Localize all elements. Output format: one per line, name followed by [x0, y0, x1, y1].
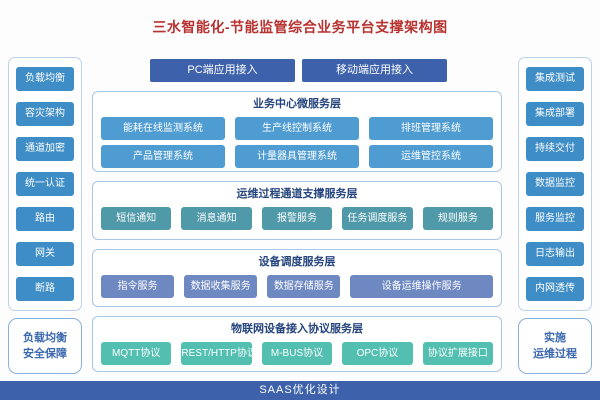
- sidebar-node: 数据监控: [526, 172, 584, 196]
- sidebar-node: 通道加密: [16, 137, 74, 161]
- section-ops-channel-support: 运维过程通道支撑服务层短信通知消息通知报警服务任务调度服务规则服务: [92, 181, 502, 240]
- left-footer-line1: 负载均衡: [23, 332, 67, 344]
- section-rows: 能耗在线监测系统生产线控制系统排班管理系统产品管理系统计量器具管理系统运维管控系…: [101, 117, 493, 168]
- section-title: 运维过程通道支撑服务层: [236, 188, 358, 200]
- section-rows: 指令服务数据收集服务数据存储服务设备运维操作服务: [101, 275, 493, 298]
- sidebar-node: 断路: [16, 277, 74, 301]
- section-iot-protocols: 物联网设备接入协议服务层 MQTT协议 REST/HTTP协议 M-BUS协议 OPC协…: [92, 316, 502, 372]
- sidebar-node: 内网透传: [526, 277, 584, 301]
- diagram-node: 能耗在线监测系统: [101, 117, 225, 140]
- section-row: 产品管理系统计量器具管理系统运维管控系统: [101, 145, 493, 168]
- diagram-node: 数据存储服务: [267, 275, 341, 298]
- right-footer-line1: 实施: [544, 332, 566, 344]
- left-footer-label: 负载均衡 安全保障: [8, 318, 82, 374]
- diagram-node: 产品管理系统: [101, 145, 225, 168]
- saas-foundation-bar: SAAS优化设计: [0, 381, 600, 400]
- sidebar-node: 持续交付: [526, 137, 584, 161]
- diagram-node: M-BUS协议: [261, 342, 333, 365]
- page-title: 三水智能化-节能监管综合业务平台支撑架构图: [152, 19, 448, 35]
- right-footer-line2: 运维过程: [533, 348, 577, 360]
- sidebar-node: 路由: [16, 207, 74, 231]
- section-row: MQTT协议 REST/HTTP协议 M-BUS协议 OPC协议协议扩展接口: [101, 342, 494, 365]
- diagram-node: 任务调度服务: [342, 207, 413, 230]
- section-title: 设备调度服务层: [258, 256, 336, 268]
- diagram-node: 消息通知: [181, 207, 252, 230]
- diagram-node: 短信通知: [101, 207, 172, 230]
- section-rows: MQTT协议 REST/HTTP协议 M-BUS协议 OPC协议协议扩展接口: [101, 342, 494, 365]
- sidebar-node: 日志输出: [526, 242, 584, 266]
- section-row: 指令服务数据收集服务数据存储服务设备运维操作服务: [101, 275, 493, 298]
- sidebar-node: 统一认证: [16, 172, 74, 196]
- diagram-node: 报警服务: [261, 207, 333, 230]
- diagram-node: 指令服务: [101, 275, 175, 298]
- right-footer-label: 实施 运维过程: [518, 318, 592, 374]
- left-sidebar: 负载均衡容灾架构通道加密统一认证路由网关断路: [8, 57, 82, 311]
- diagram-node: 排班管理系统: [369, 117, 493, 140]
- right-sidebar: 集成测试集成部署持续交付数据监控服务监控日志输出内网透传: [518, 57, 592, 311]
- diagram-node: MQTT协议: [101, 342, 172, 365]
- diagram-node: REST/HTTP协议: [181, 342, 252, 365]
- diagram-node: 计量器具管理系统: [235, 145, 359, 168]
- diagram-node: 规则服务: [422, 207, 494, 230]
- sidebar-node: 负载均衡: [16, 67, 74, 91]
- section-device-scheduling: 设备调度服务层指令服务数据收集服务数据存储服务设备运维操作服务: [92, 249, 502, 307]
- section-row: 能耗在线监测系统生产线控制系统排班管理系统: [101, 117, 493, 140]
- diagram-node: 数据收集服务: [184, 275, 258, 298]
- left-footer-line2: 安全保障: [23, 348, 67, 360]
- section-rows: 短信通知消息通知报警服务任务调度服务规则服务: [101, 207, 494, 230]
- sidebar-node: 网关: [16, 242, 74, 266]
- diagram-node: 运维管控系统: [369, 145, 493, 168]
- sidebar-node: 容灾架构: [16, 102, 74, 126]
- sidebar-node: 集成测试: [526, 67, 584, 91]
- access-layer: PC端应用接入 移动端应用接入: [150, 59, 447, 82]
- diagram-node: 协议扩展接口: [422, 342, 494, 365]
- section-title: 业务中心微服务层: [253, 98, 341, 110]
- sidebar-node: 集成部署: [526, 102, 584, 126]
- diagram-node: OPC协议: [342, 342, 413, 365]
- section-row: 短信通知消息通知报警服务任务调度服务规则服务: [101, 207, 494, 230]
- mobile-access-node: 移动端应用接入: [302, 59, 447, 82]
- diagram-node: 设备运维操作服务: [350, 275, 493, 298]
- sidebar-node: 服务监控: [526, 207, 584, 231]
- section-business-microservices: 业务中心微服务层能耗在线监测系统生产线控制系统排班管理系统产品管理系统计量器具管…: [92, 91, 502, 172]
- section-title: 物联网设备接入协议服务层: [231, 323, 363, 335]
- pc-access-node: PC端应用接入: [150, 59, 295, 82]
- diagram-node: 生产线控制系统: [235, 117, 359, 140]
